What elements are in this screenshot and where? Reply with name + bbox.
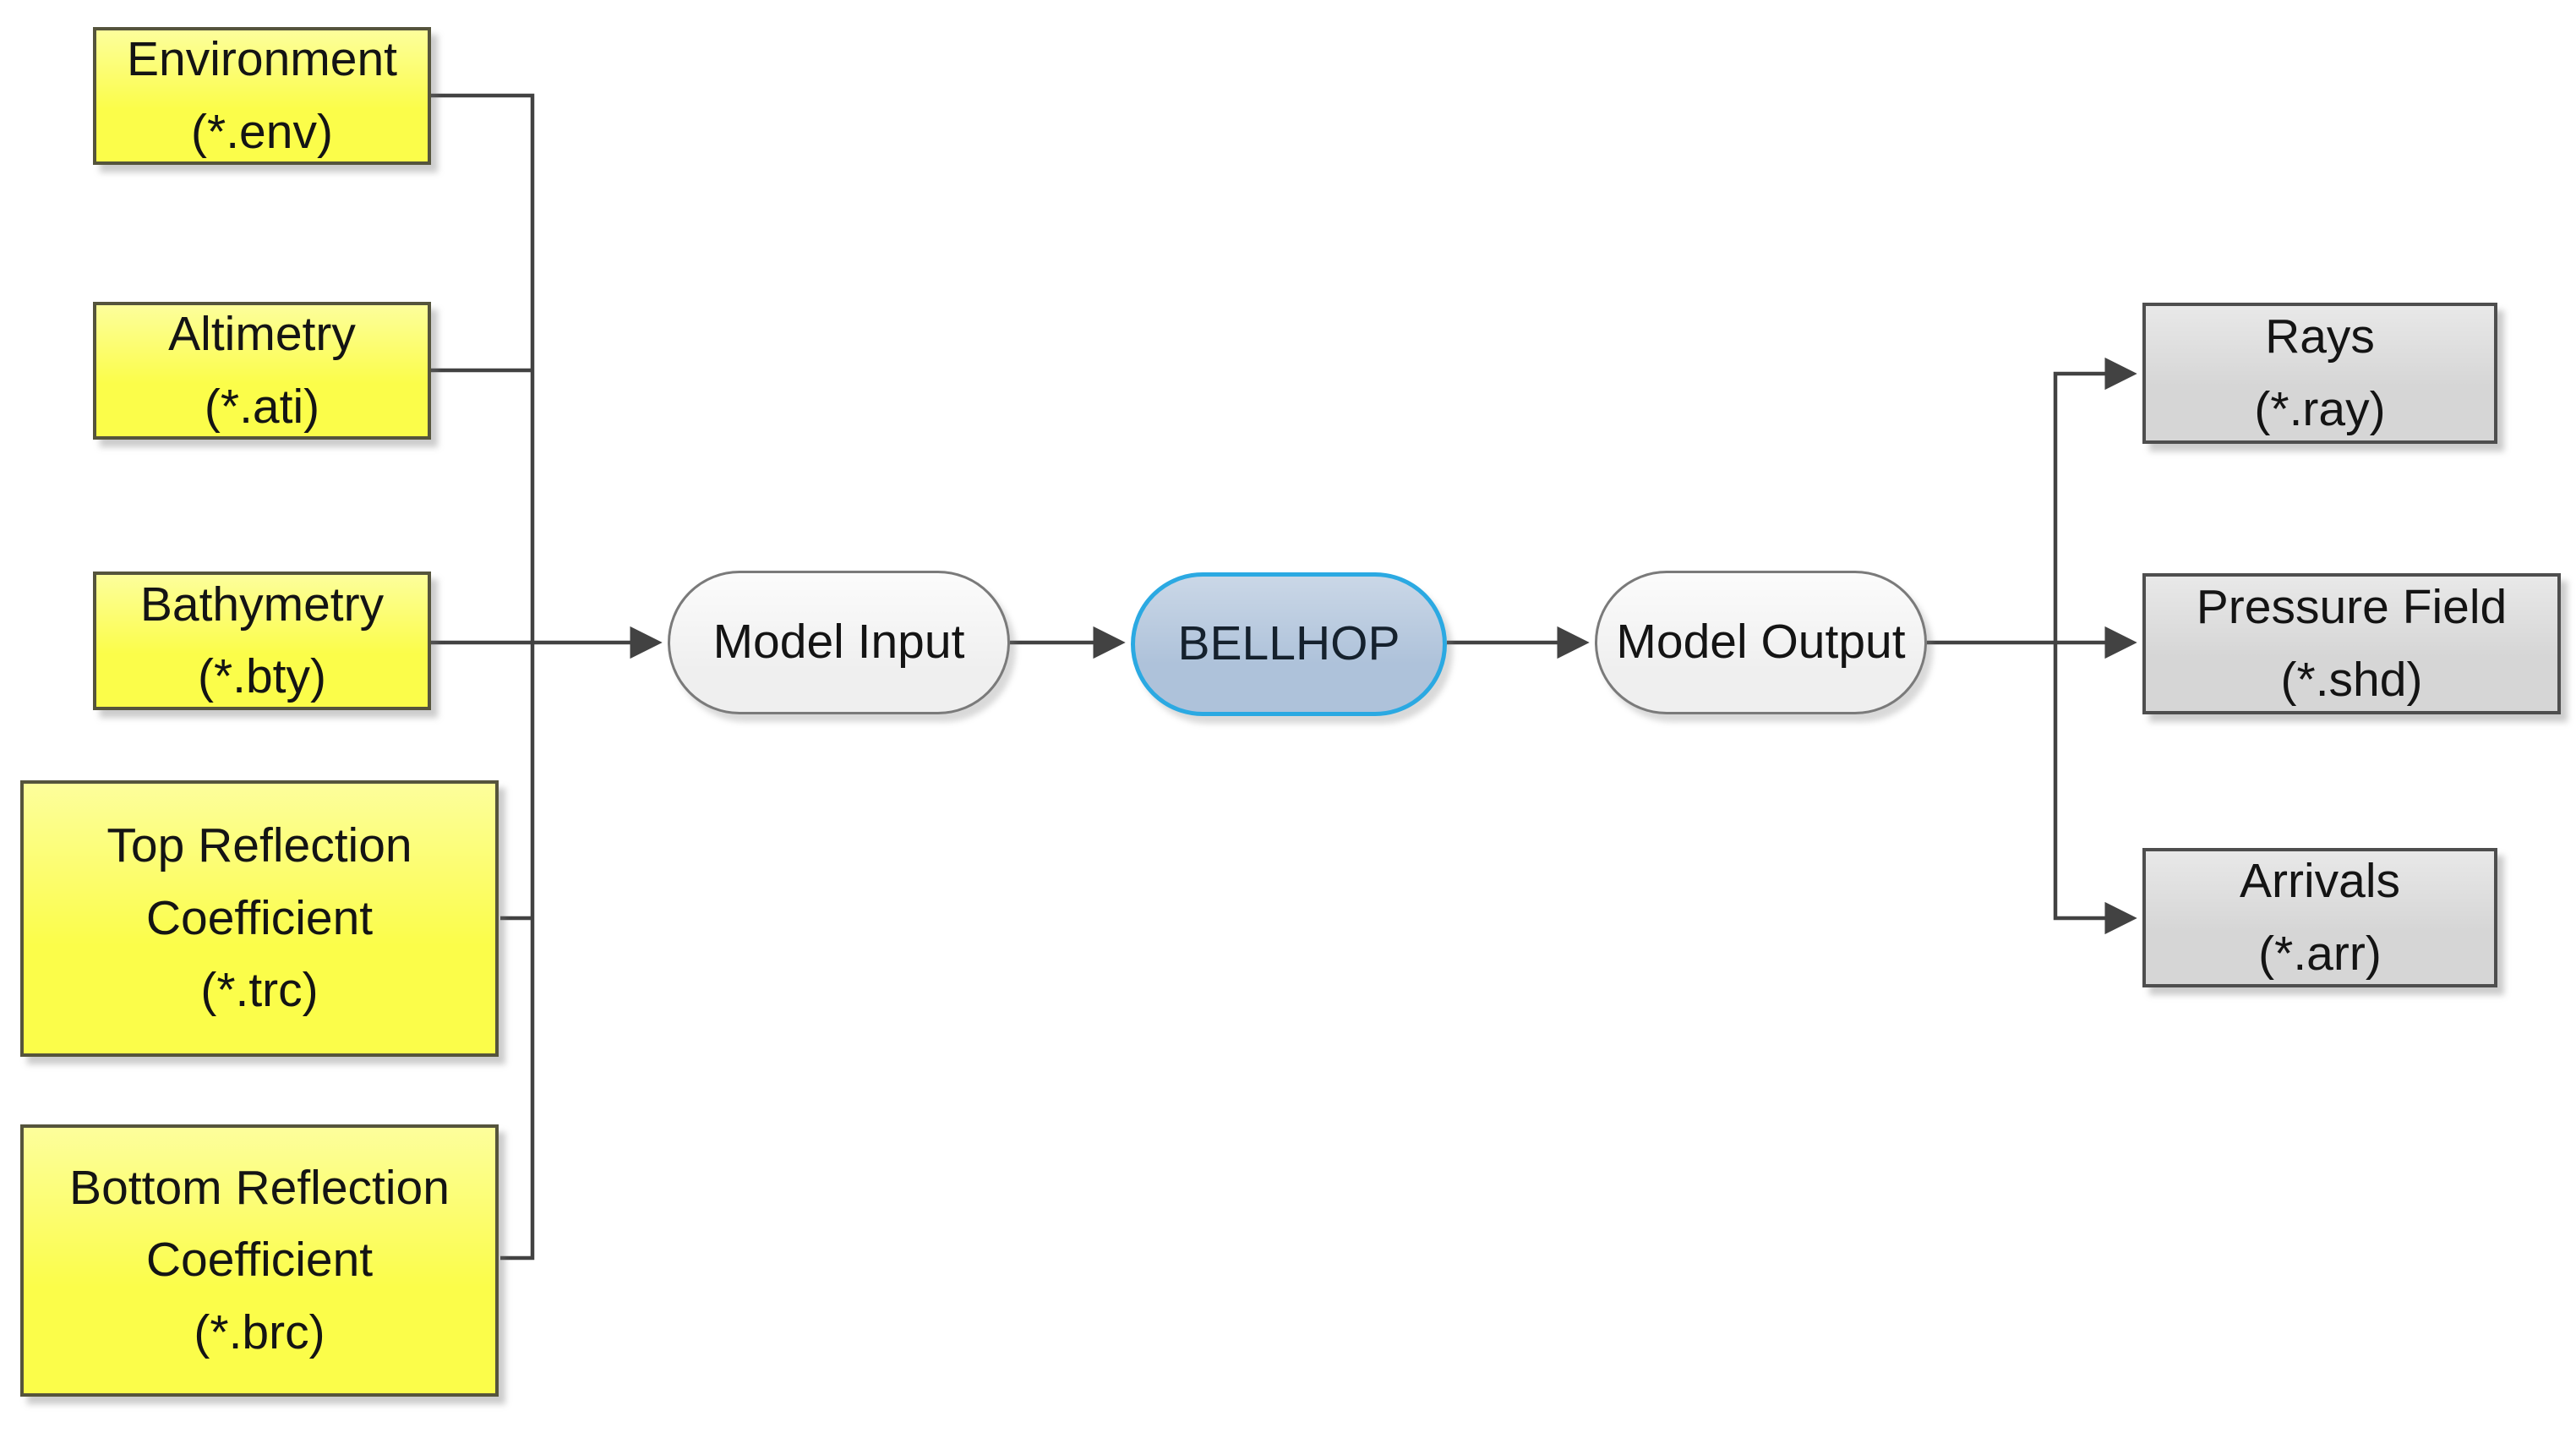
node-label: Altimetry — [168, 307, 356, 361]
node-pressure-field-file: Pressure Field (*.shd) — [2142, 573, 2561, 714]
connector-environment-and-bottom-reflection-trunk — [431, 93, 535, 1261]
node-label: Rays — [2265, 309, 2375, 364]
node-sublabel: (*.ati) — [204, 379, 320, 434]
node-label: Top Reflection — [106, 818, 412, 873]
node-label: BELLHOP — [1177, 616, 1400, 671]
node-label: Coefficient — [145, 890, 374, 945]
connector-model-output-to-rays — [2053, 357, 2137, 643]
node-label: Coefficient — [145, 1233, 374, 1288]
node-label: Environment — [127, 32, 397, 86]
node-label: Arrivals — [2239, 854, 2400, 908]
node-bathymetry-file: Bathymetry (*.bty) — [93, 572, 431, 710]
node-sublabel: (*.shd) — [2280, 652, 2423, 707]
node-environment-file: Environment (*.env) — [93, 27, 431, 165]
node-arrivals-file: Arrivals (*.arr) — [2142, 848, 2497, 987]
node-label: Pressure Field — [2196, 580, 2508, 634]
node-top-reflection-coefficient-file: Top Reflection Coefficient (*.trc) — [20, 780, 499, 1057]
node-sublabel: (*.trc) — [200, 963, 319, 1018]
node-label: Model Input — [712, 615, 965, 670]
connector-model-output-to-arrivals — [2053, 643, 2137, 935]
node-rays-file: Rays (*.ray) — [2142, 303, 2497, 444]
node-sublabel: (*.brc) — [194, 1304, 325, 1359]
node-label: Bathymetry — [139, 577, 385, 632]
node-sublabel: (*.env) — [191, 104, 333, 159]
node-altimetry-file: Altimetry (*.ati) — [93, 302, 431, 440]
node-label: Model Output — [1616, 615, 1906, 670]
node-sublabel: (*.ray) — [2254, 381, 2386, 436]
node-label: Bottom Reflection — [69, 1160, 450, 1215]
node-model-input: Model Input — [668, 571, 1010, 714]
node-sublabel: (*.arr) — [2258, 926, 2382, 981]
node-sublabel: (*.bty) — [197, 649, 327, 703]
node-bellhop: BELLHOP — [1131, 572, 1447, 716]
node-bottom-reflection-coefficient-file: Bottom Reflection Coefficient (*.brc) — [20, 1124, 499, 1397]
node-model-output: Model Output — [1595, 571, 1927, 714]
